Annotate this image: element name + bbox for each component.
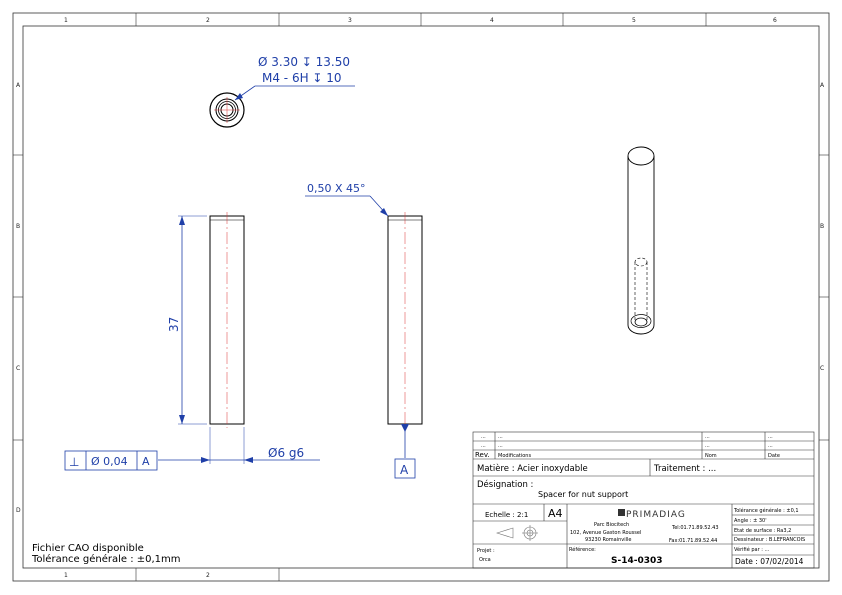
front-view: [158, 212, 320, 464]
sheet-format: A4: [548, 507, 563, 520]
verified-by: Vérifié par : ...: [734, 546, 770, 553]
side-view: [305, 195, 423, 479]
rev-row-2-nom: ...: [705, 443, 710, 449]
hole-diameter-callout: Ø 3.30 ↧ 13.50: [258, 55, 350, 69]
title-block-lines: [472, 431, 815, 569]
zone-row-d-left: D: [16, 507, 21, 514]
fax: Fax:01.71.89.52.44: [669, 538, 717, 544]
zone-ticks: [13, 13, 829, 581]
phone: Tel:01.71.89.52.43: [671, 525, 719, 531]
isometric-view: [627, 146, 655, 335]
zone-row-b-right: B: [820, 223, 824, 230]
zone-col-2: 2: [206, 17, 210, 24]
datum-label: A: [400, 463, 409, 477]
zone-col-3: 3: [348, 17, 352, 24]
designer: Dessinateur : B.LEFRANCOIS: [734, 537, 805, 543]
company-name: PRIMADIAG: [626, 510, 686, 520]
thread-callout: M4 - 6H ↧ 10: [262, 71, 342, 85]
project-label: Projet :: [477, 548, 495, 554]
treatment: Traitement : ...: [653, 464, 716, 474]
zone-col-1: 1: [64, 17, 68, 24]
rev-row-2-mod: ...: [498, 443, 503, 449]
surface-finish: Etat de surface : Ra3,2: [734, 528, 791, 534]
chamfer-callout: 0,50 X 45°: [307, 182, 366, 195]
nom-header: Nom: [705, 453, 717, 459]
address-line-1: Parc Biocitech: [594, 522, 629, 528]
address-line-3: 93230 Romainville: [585, 537, 632, 543]
outer-border: [12, 12, 830, 582]
perpendicularity-icon: ⊥: [69, 455, 79, 469]
reference: S-14-0303: [611, 556, 663, 566]
tolerance-note: Tolérance générale : ±0,1mm: [31, 553, 181, 565]
zone-row-c-left: C: [16, 365, 20, 372]
rev-row-1-rev: ...: [481, 434, 486, 440]
length-dimension: 37: [167, 317, 181, 332]
project: Orca: [479, 557, 491, 563]
zone-col-2-bottom: 2: [206, 572, 210, 579]
reference-label: Référence:: [569, 546, 596, 553]
company-logo-icon: [618, 509, 625, 516]
zone-col-1-bottom: 1: [64, 572, 68, 579]
rev-row-2-date: ...: [768, 443, 773, 449]
rev-row-1-mod: ...: [498, 434, 503, 440]
modifications-header: Modifications: [498, 453, 531, 459]
angle-tolerance: Angle : ± 30': [734, 518, 767, 524]
zone-row-a-left: A: [16, 82, 21, 89]
rev-header: Rev.: [475, 451, 490, 459]
rev-row-1-date: ...: [768, 434, 773, 440]
material: Matière : Acier inoxydable: [477, 463, 588, 474]
designation-label: Désignation :: [477, 479, 533, 490]
perpendicularity-tolerance: Ø 0,04: [91, 455, 128, 468]
zone-row-c-right: C: [820, 365, 824, 372]
projection-symbol-icon: [495, 525, 538, 541]
zone-col-4: 4: [490, 17, 494, 24]
cad-note: Fichier CAO disponible: [32, 543, 144, 554]
top-view: [209, 85, 355, 128]
inner-border: [22, 25, 820, 569]
general-tolerance: Tolérance générale : ±0,1: [733, 507, 799, 514]
zone-col-6: 6: [773, 17, 777, 24]
rev-row-1-nom: ...: [705, 434, 710, 440]
address-line-2: 102, Avenue Gaston Roussel: [570, 530, 641, 536]
zone-col-5: 5: [632, 17, 636, 24]
perpendicularity-frame: [64, 450, 158, 471]
shaft-diameter-dimension: Ø6 g6: [268, 446, 304, 460]
date-header: Date: [768, 453, 780, 459]
zone-row-a-right: A: [820, 82, 825, 89]
zone-row-b-left: B: [16, 223, 20, 230]
perpendicularity-datum: A: [142, 455, 150, 468]
scale: Echelle : 2:1: [485, 511, 528, 519]
drawing-date: Date : 07/02/2014: [735, 557, 804, 566]
designation: Spacer for nut support: [538, 490, 628, 499]
rev-row-2-rev: ...: [481, 443, 486, 449]
